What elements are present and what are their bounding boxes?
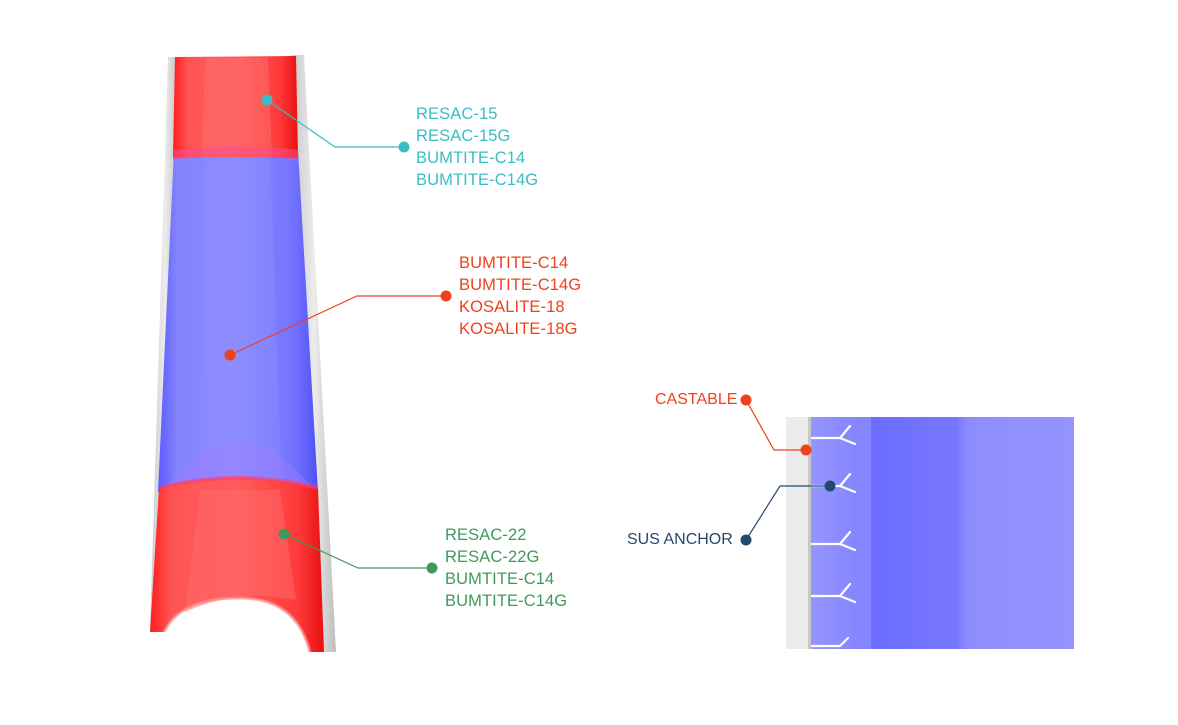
anchor-5-icon (810, 636, 850, 648)
steel-shell-right (292, 55, 336, 652)
callout-top-item: RESAC-15G (416, 127, 511, 145)
callout-bottom-item: BUMTITE-C14G (445, 592, 568, 610)
callout-top-item: BUMTITE-C14G (416, 171, 539, 189)
castable-label: CASTABLE (655, 391, 738, 408)
blue-lining-section (158, 150, 318, 492)
callout-bottom-leader (278, 528, 438, 574)
callout-middle-item: KOSALITE-18 (459, 298, 565, 316)
callout-middle-item: KOSALITE-18G (459, 320, 578, 338)
sus-anchor-label: SUS ANCHOR (627, 531, 733, 548)
top-red-rim (173, 146, 298, 160)
castable-detail-view (740, 394, 1074, 649)
callout-top-labels: RESAC-15 RESAC-15G BUMTITE-C14 BUMTITE-C… (416, 103, 538, 191)
detail-steel-wall (786, 417, 811, 649)
callout-top-item: RESAC-15 (416, 105, 498, 123)
anchor-3-icon (810, 530, 857, 552)
callout-bottom-item: BUMTITE-C14 (445, 570, 555, 588)
callout-middle-item: BUMTITE-C14G (459, 276, 582, 294)
callout-bottom-labels: RESAC-22 RESAC-22G BUMTITE-C14 BUMTITE-C… (445, 524, 567, 612)
callout-bottom-item: RESAC-22 (445, 526, 527, 544)
lined-tube (150, 55, 336, 653)
bottom-red-arch-edge (162, 596, 312, 653)
blue-inner-highlight (200, 150, 282, 492)
sus-anchors (810, 424, 857, 648)
bottom-red-rim (158, 476, 319, 490)
callout-bottom-item: RESAC-22G (445, 548, 540, 566)
callout-middle-labels: BUMTITE-C14 BUMTITE-C14G KOSALITE-18 KOS… (459, 252, 581, 340)
anchor-leader (740, 480, 836, 546)
callout-top-item: BUMTITE-C14 (416, 149, 526, 167)
callout-top-leader (261, 94, 410, 153)
anchor-4-icon (810, 582, 857, 604)
top-red-lining (173, 56, 298, 158)
bottom-red-inner (185, 490, 296, 612)
callout-middle-leader (224, 290, 452, 361)
anchor-1-icon (810, 424, 857, 446)
top-red-inner (202, 58, 272, 158)
callout-middle-item: BUMTITE-C14 (459, 254, 569, 272)
castable-leader (740, 394, 812, 456)
